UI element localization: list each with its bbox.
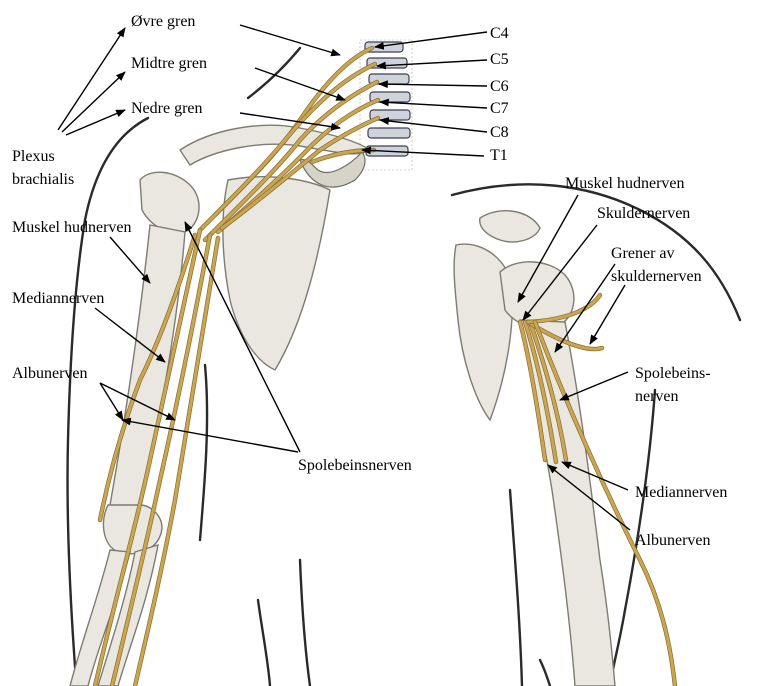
label-grener-av: Grener av xyxy=(611,245,675,262)
arm-inner-outline xyxy=(300,560,310,686)
label-albunerven-left: Albunerven xyxy=(12,365,88,382)
right-acromion xyxy=(480,211,540,242)
right-arm-outline-3 xyxy=(540,660,550,686)
label-c7: C7 xyxy=(490,100,509,117)
label-c4: C4 xyxy=(490,25,509,42)
label-mediannerven-right: Mediannerven xyxy=(635,484,727,501)
humerus-head xyxy=(140,172,199,233)
label-spolebeins: Spolebeins- xyxy=(635,365,711,382)
label-midtre-gren: Midtre gren xyxy=(131,55,207,72)
label-c6: C6 xyxy=(490,78,509,95)
neck-outline xyxy=(248,48,300,98)
right-arm-outline-2 xyxy=(510,490,522,686)
label-skuldernerven-2: skuldernerven xyxy=(611,268,702,285)
label-brachialis: brachialis xyxy=(12,171,74,188)
label-spolebeinsnerven: Spolebeinsnerven xyxy=(298,457,412,474)
label-plexus: Plexus xyxy=(12,148,55,165)
label-albunerven-right: Albunerven xyxy=(635,532,711,549)
label-muskel-hudnerven-right: Muskel hudnerven xyxy=(565,175,685,192)
label-muskel-hudnerven-left: Muskel hudnerven xyxy=(12,219,132,236)
label-t1: T1 xyxy=(490,147,508,164)
left-figure xyxy=(67,40,412,686)
label-nerven: nerven xyxy=(635,388,679,405)
label-c8: C8 xyxy=(490,124,509,141)
label-ovre-gren: Øvre gren xyxy=(131,13,195,30)
label-nedre-gren: Nedre gren xyxy=(131,100,203,117)
torso-side-outline xyxy=(258,600,270,686)
label-c5: C5 xyxy=(490,51,509,68)
label-mediannerven-left: Mediannerven xyxy=(12,290,104,307)
right-figure xyxy=(452,184,740,686)
right-humerus-shaft xyxy=(520,320,615,686)
torso-outline xyxy=(200,365,207,540)
clavicle xyxy=(180,125,370,165)
label-skuldernerven: Skuldernerven xyxy=(597,205,690,222)
